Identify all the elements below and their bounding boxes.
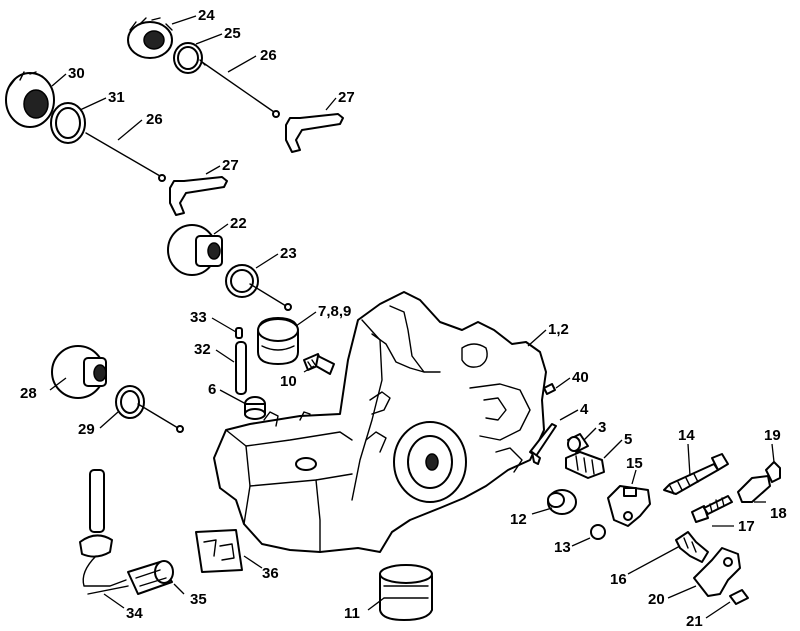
part-23-ring bbox=[225, 264, 292, 311]
part-5-bolt bbox=[565, 451, 605, 479]
part-35-filter bbox=[127, 560, 174, 595]
part-29-ring bbox=[115, 385, 184, 433]
part-26-cable-upper bbox=[199, 59, 280, 118]
part-36-warning-label bbox=[195, 529, 243, 573]
callout-16: 16 bbox=[610, 571, 627, 588]
part-3-plug bbox=[567, 433, 589, 453]
callout-34: 34 bbox=[126, 605, 143, 622]
leader-lines bbox=[49, 15, 775, 619]
callout-27-upper: 27 bbox=[338, 89, 355, 106]
callout-29: 29 bbox=[78, 421, 95, 438]
callout-1-2: 1,2 bbox=[548, 321, 569, 338]
callout-22: 22 bbox=[230, 215, 247, 232]
part-6-cap bbox=[244, 396, 266, 420]
part-13-bushing bbox=[590, 524, 606, 540]
callout-20: 20 bbox=[648, 591, 665, 608]
callout-19: 19 bbox=[764, 427, 781, 444]
callout-35: 35 bbox=[190, 591, 207, 608]
callout-10: 10 bbox=[280, 373, 297, 390]
callout-3: 3 bbox=[598, 419, 606, 436]
part-12-cap bbox=[547, 489, 577, 515]
part-40-screw bbox=[543, 383, 556, 395]
part-7-8-9-bushing bbox=[257, 317, 299, 365]
callout-23: 23 bbox=[280, 245, 297, 262]
callout-15: 15 bbox=[626, 455, 643, 472]
callout-33: 33 bbox=[190, 309, 207, 326]
callout-30: 30 bbox=[68, 65, 85, 82]
callout-25: 25 bbox=[224, 25, 241, 42]
callout-40: 40 bbox=[572, 369, 589, 386]
part-27-lever-lower bbox=[169, 176, 228, 216]
part-25-ring bbox=[173, 42, 203, 74]
part-16-screw bbox=[675, 531, 709, 563]
callout-21: 21 bbox=[686, 613, 703, 630]
part-28-gear bbox=[51, 345, 107, 399]
part-11-filter bbox=[379, 564, 433, 621]
part-17-screw bbox=[691, 495, 733, 523]
callout-11: 11 bbox=[344, 605, 360, 622]
part-30-gear bbox=[5, 71, 55, 128]
part-1-2-crankcase bbox=[213, 291, 547, 553]
part-10-screw bbox=[303, 353, 335, 375]
part-22-gear bbox=[167, 224, 223, 276]
part-19-clip bbox=[765, 461, 781, 483]
callout-13: 13 bbox=[554, 539, 571, 556]
callout-5: 5 bbox=[624, 431, 632, 448]
callout-27-lower: 27 bbox=[222, 157, 239, 174]
part-18-lever bbox=[737, 475, 771, 503]
part-32-rod bbox=[235, 341, 247, 395]
part-27-lever-upper bbox=[285, 113, 344, 153]
callout-31: 31 bbox=[108, 89, 125, 106]
part-21-screw bbox=[729, 589, 749, 605]
callout-28: 28 bbox=[20, 385, 37, 402]
callout-14: 14 bbox=[678, 427, 695, 444]
part-14-stud bbox=[663, 453, 729, 495]
callout-36: 36 bbox=[262, 565, 279, 582]
part-4-clip bbox=[529, 423, 557, 465]
callout-32: 32 bbox=[194, 341, 211, 358]
part-34-pickup-line bbox=[79, 469, 129, 595]
part-20-clamp bbox=[693, 547, 741, 597]
callout-7-8-9: 7,8,9 bbox=[318, 303, 351, 320]
part-24-gear bbox=[127, 17, 173, 59]
callout-26-lower: 26 bbox=[146, 111, 163, 128]
part-26-cable-lower bbox=[85, 132, 166, 182]
callout-17: 17 bbox=[738, 518, 755, 535]
callout-12: 12 bbox=[510, 511, 527, 528]
callout-4: 4 bbox=[580, 401, 589, 418]
part-31-ring bbox=[50, 102, 86, 144]
callout-24: 24 bbox=[198, 7, 215, 24]
callout-26-upper: 26 bbox=[260, 47, 277, 64]
callout-6: 6 bbox=[208, 381, 216, 398]
callout-18: 18 bbox=[770, 505, 787, 522]
part-33-pin bbox=[235, 327, 243, 339]
part-15-block bbox=[607, 485, 651, 527]
